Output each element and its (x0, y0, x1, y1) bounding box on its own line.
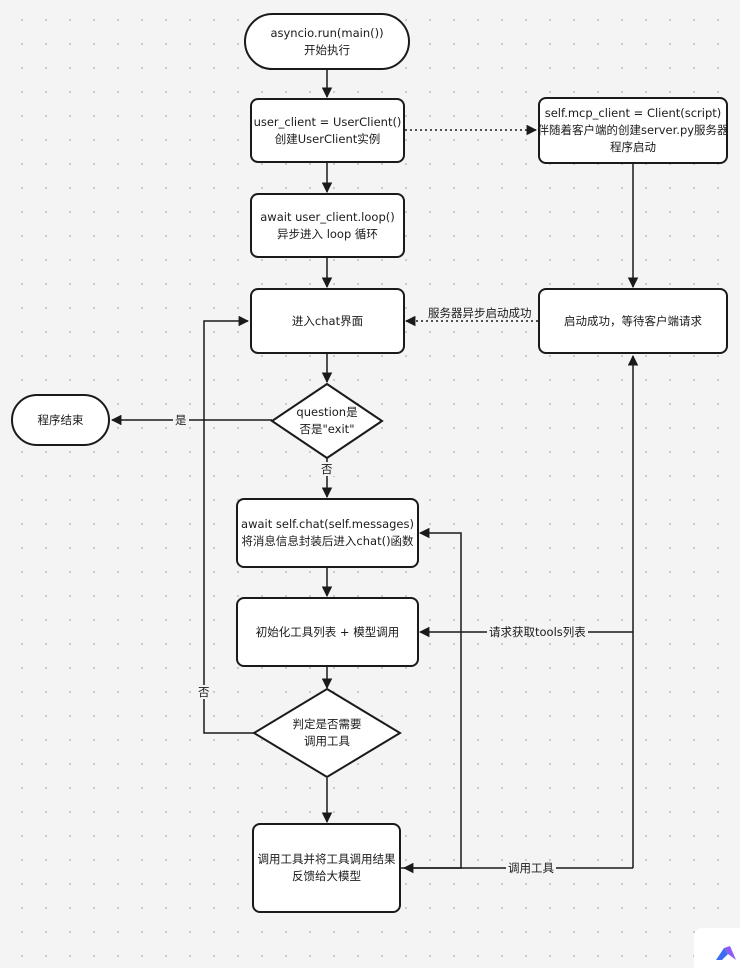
tool-decision-diamond (252, 687, 402, 779)
start-node: asyncio.run(main()) 开始执行 (244, 13, 410, 70)
call-tools-line1: 调用工具并将工具调用结果 (257, 852, 396, 866)
server-ready-line1: 启动成功，等待客户端请求 (564, 313, 702, 328)
label-yes: 是 (173, 413, 189, 427)
loop-line2: 异步进入 loop 循环 (277, 226, 378, 241)
loop-node: await user_client.loop() 异步进入 loop 循环 (250, 193, 405, 258)
edge-calltools-to-selfchat (401, 527, 462, 869)
label-no-question: 否 (319, 462, 335, 476)
init-tools-node: 初始化工具列表 + 模型调用 (236, 597, 419, 667)
mcp-client-line1: self.mcp_client = Client(script) (544, 106, 722, 120)
create-client-line2: 创建UserClient实例 (274, 131, 381, 146)
server-ready-node: 启动成功，等待客户端请求 (538, 288, 728, 354)
chat-ui-node: 进入chat界面 (250, 288, 405, 354)
start-node-line1: asyncio.run(main()) (270, 25, 384, 40)
label-call-tool: 调用工具 (506, 861, 556, 875)
loop-line1: await user_client.loop() (260, 209, 395, 224)
tool-decision-line1: 判定是否需要 (292, 717, 362, 731)
mcp-client-line2: 伴随着客户端的创建server.py服务器 (537, 123, 729, 137)
tool-decision-line2: 调用工具 (304, 734, 350, 748)
label-server-async-started: 服务器异步启动成功 (426, 306, 534, 320)
question-check-line2: 否是"exit" (299, 422, 355, 436)
program-end-node: 程序结束 (11, 394, 110, 446)
chat-ui-line1: 进入chat界面 (291, 313, 364, 328)
question-check-text: question是 否是"exit" (272, 404, 382, 438)
question-check-line1: question是 (296, 405, 358, 419)
mcp-client-node: self.mcp_client = Client(script) 伴随着客户端的… (537, 97, 729, 164)
self-chat-line2: 将消息信息封装后进入chat()函数 (241, 534, 414, 548)
create-client-node: user_client = UserClient() 创建UserClient实… (250, 98, 405, 163)
call-tools-line2: 反馈给大模型 (292, 869, 361, 883)
mcp-client-line3: 程序启动 (610, 140, 656, 154)
edge-decision-back-to-chat (203, 315, 254, 734)
self-chat-node: await self.chat(self.messages) 将消息信息封装后进… (236, 498, 419, 568)
create-client-line1: user_client = UserClient() (253, 114, 402, 129)
init-tools-line1: 初始化工具列表 + 模型调用 (255, 624, 400, 639)
start-node-line2: 开始执行 (304, 42, 350, 57)
app-logo-icon (716, 946, 736, 960)
self-chat-line1: await self.chat(self.messages) (241, 517, 414, 531)
label-no-decision: 否 (196, 685, 212, 699)
app-logo-badge (694, 928, 740, 968)
tool-decision-text: 判定是否需要 调用工具 (264, 716, 390, 750)
question-check-diamond (270, 382, 384, 460)
label-request-tools: 请求获取tools列表 (487, 625, 588, 639)
program-end-line1: 程序结束 (37, 412, 84, 427)
call-tools-node: 调用工具并将工具调用结果 反馈给大模型 (252, 823, 401, 913)
